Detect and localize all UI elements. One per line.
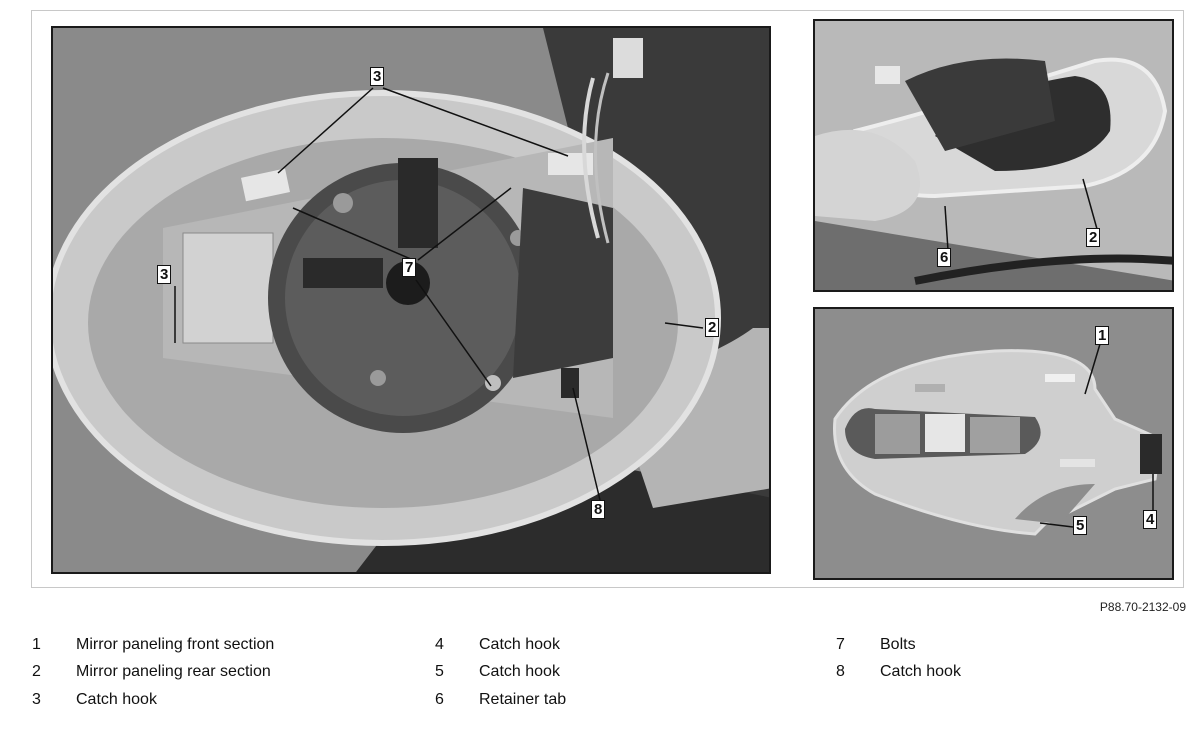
legend-text: Catch hook	[479, 663, 560, 680]
callout-3-left: 3	[157, 265, 172, 284]
legend-text: Bolts	[880, 636, 916, 653]
legend-number: 1	[32, 636, 41, 653]
legend-text: Catch hook	[479, 636, 560, 653]
main-photo	[51, 26, 771, 574]
callout-7: 7	[402, 258, 417, 277]
legend-text: Mirror paneling rear section	[76, 663, 271, 680]
legend-number: 8	[836, 663, 845, 680]
legend-text: Retainer tab	[479, 691, 567, 708]
callout-3-top: 3	[370, 67, 385, 86]
legend-number: 2	[32, 663, 41, 680]
callout-2-main: 2	[705, 318, 720, 337]
callout-2-top-right: 2	[1086, 228, 1101, 247]
mirror-illustration	[53, 28, 769, 572]
legend-number: 5	[435, 663, 444, 680]
legend-number: 4	[435, 636, 444, 653]
rear-section-illustration	[815, 21, 1172, 290]
callout-1: 1	[1095, 326, 1110, 345]
callout-6: 6	[937, 248, 952, 267]
callout-5: 5	[1073, 516, 1088, 535]
legend-text: Mirror paneling front section	[76, 636, 275, 653]
callout-8: 8	[591, 500, 606, 519]
figure-id: P88.70-2132-09	[1099, 600, 1186, 614]
legend-text: Catch hook	[880, 663, 961, 680]
front-section-illustration	[815, 309, 1172, 578]
top-right-photo	[813, 19, 1174, 292]
legend-text: Catch hook	[76, 691, 157, 708]
legend-number: 7	[836, 636, 845, 653]
bottom-right-photo	[813, 307, 1174, 580]
legend-number: 6	[435, 691, 444, 708]
legend-number: 3	[32, 691, 41, 708]
callout-4: 4	[1143, 510, 1158, 529]
